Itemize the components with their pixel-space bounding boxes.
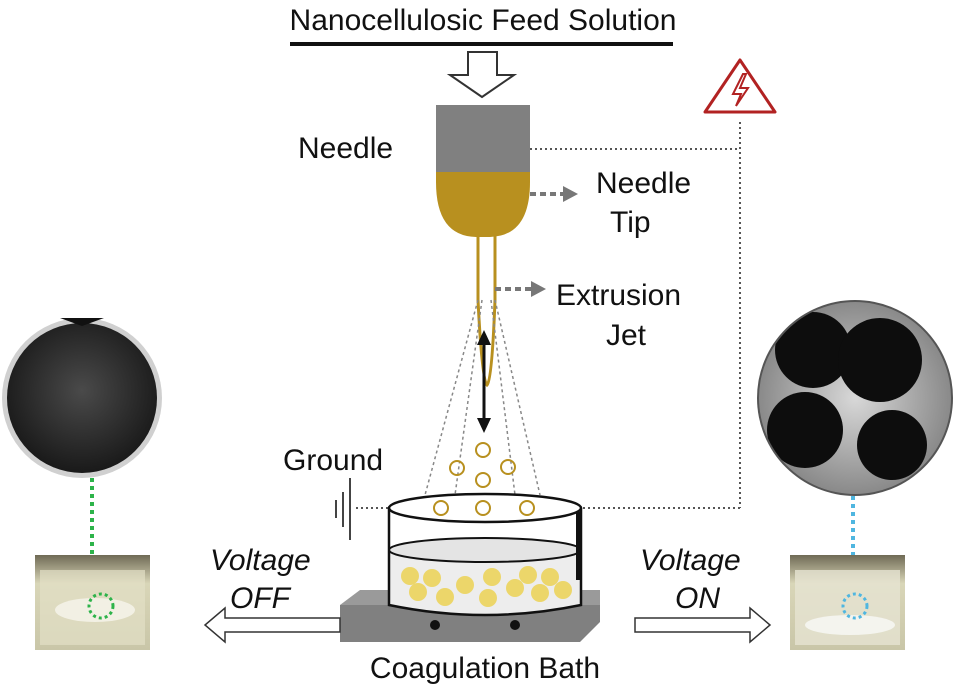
voltage-on-vial-photo — [790, 555, 905, 650]
extrusion-label-1: Extrusion — [556, 279, 681, 312]
droplets — [433, 442, 535, 516]
title-underline — [290, 42, 673, 46]
arrow-icon — [531, 281, 546, 297]
high-voltage-warning-icon — [703, 58, 777, 114]
bath-label: Coagulation Bath — [370, 652, 600, 685]
title: Nanocellulosic Feed Solution — [290, 4, 677, 37]
voltage-off-vial-photo — [35, 555, 150, 650]
needle-label: Needle — [298, 132, 393, 165]
voltage-off-label-2: OFF — [230, 582, 292, 615]
needle-tip-label-1: Needle — [596, 167, 691, 200]
ground-label: Ground — [283, 444, 383, 477]
arrow-right-icon — [634, 606, 772, 644]
coagulation-bath — [340, 492, 600, 642]
voltage-off-sphere-image — [2, 318, 162, 478]
jet-length-arrow — [477, 330, 491, 433]
ground-icon — [335, 478, 351, 540]
needle-tip-label-2: Tip — [610, 206, 651, 239]
needle — [436, 105, 530, 388]
arrow-left-icon — [203, 606, 341, 644]
extrusion-label-2: Jet — [606, 319, 647, 352]
voltage-wiring — [355, 122, 741, 509]
feed-arrow-icon — [446, 51, 518, 99]
arrow-icon — [563, 186, 578, 202]
voltage-off-label-1: Voltage — [210, 544, 311, 577]
voltage-on-label-2: ON — [675, 582, 720, 615]
voltage-on-spheres-image — [757, 300, 953, 496]
voltage-on-label-1: Voltage — [640, 544, 741, 577]
